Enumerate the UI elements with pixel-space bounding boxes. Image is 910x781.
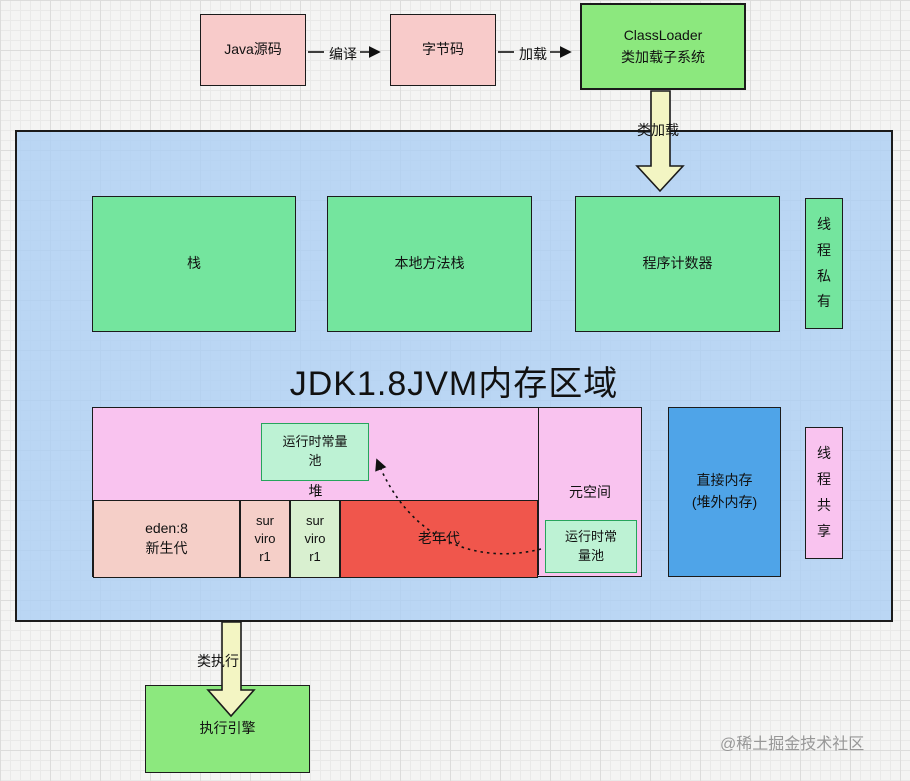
survivor1-box: sur viro r1 bbox=[240, 500, 290, 578]
execution-engine-box: 执行引擎 bbox=[145, 685, 310, 773]
metaspace-label: 元空间 bbox=[569, 484, 611, 500]
load-arrow-label: 加载 bbox=[519, 46, 547, 62]
eden-newgen-box: eden:8 新生代 bbox=[93, 500, 240, 578]
watermark: @稀土掘金技术社区 bbox=[720, 736, 865, 753]
thread-shared-box: 线 程 共 享 bbox=[805, 427, 843, 559]
runtime-constant-pool-meta-box: 运行时常 量池 bbox=[545, 520, 637, 573]
class-load-label: 类加载 bbox=[637, 122, 679, 138]
thread-private-box: 线 程 私 有 bbox=[805, 198, 843, 329]
jvm-title: JDK1.8JVM内存区域 bbox=[289, 365, 619, 403]
bytecode-box: 字节码 bbox=[390, 14, 496, 86]
survivor2-box: sur viro r1 bbox=[290, 500, 340, 578]
runtime-constant-pool-heap-box: 运行时常量 池 bbox=[261, 423, 369, 481]
heap-metaspace-block: 运行时常量 池 堆 元空间 运行时常 量池 eden:8 新生代 sur vir… bbox=[92, 407, 642, 578]
program-counter-box: 程序计数器 bbox=[575, 196, 780, 332]
stack-box: 栈 bbox=[92, 196, 296, 332]
metaspace-section: 元空间 运行时常 量池 bbox=[538, 408, 641, 575]
java-source-box: Java源码 bbox=[200, 14, 306, 86]
class-exec-label: 类执行 bbox=[197, 653, 239, 669]
native-method-stack-box: 本地方法栈 bbox=[327, 196, 532, 332]
old-generation-box: 老年代 bbox=[340, 500, 538, 578]
compile-arrow-label: 编译 bbox=[329, 46, 357, 62]
jvm-memory-container: JDK1.8JVM内存区域 栈 本地方法栈 程序计数器 线 程 私 有 运行时常… bbox=[15, 130, 893, 622]
heap-label: 堆 bbox=[308, 483, 323, 499]
direct-memory-box: 直接内存 (堆外内存) bbox=[668, 407, 781, 577]
classloader-box: ClassLoader 类加载子系统 bbox=[580, 3, 746, 90]
